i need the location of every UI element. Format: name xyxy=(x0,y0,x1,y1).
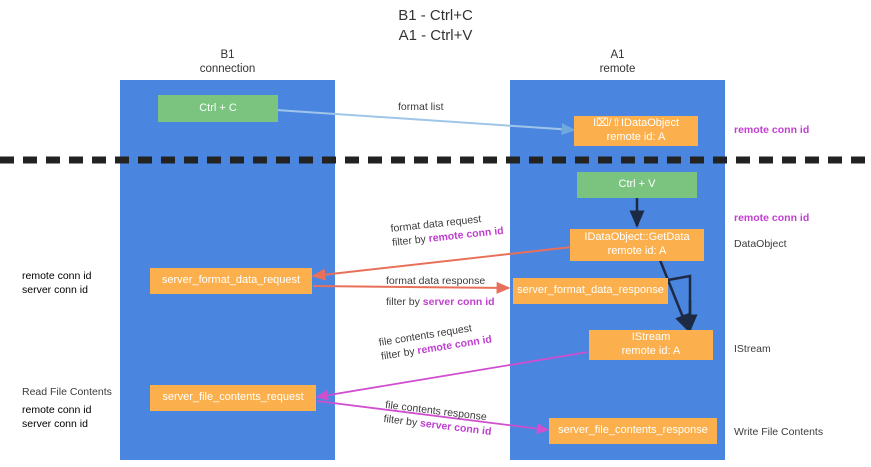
node-ctrl-c-label: Ctrl + C xyxy=(199,101,237,114)
node-idataobject-line1: I⌧/⇧IDataObject xyxy=(592,117,680,130)
annotation-remote-conn-id-top: remote conn id xyxy=(734,123,809,137)
annotation-read-file-contents-text: Read File Contents xyxy=(22,386,112,398)
annotation-istream: IStream xyxy=(734,342,771,356)
node-server-format-data-response[interactable]: server_format_data_response xyxy=(513,278,668,304)
lane-header-a1: A1 remote xyxy=(510,48,725,77)
annotation-write-file-contents-text: Write File Contents xyxy=(734,426,824,438)
node-server-file-contents-request[interactable]: server_file_contents_request xyxy=(150,385,316,411)
node-server-format-data-response-label: server_format_data_response xyxy=(517,284,664,297)
lane-header-b1-sub: connection xyxy=(199,63,256,76)
edge-label-format-data-response-token: server conn id xyxy=(422,296,495,308)
node-getdata-line2: remote id: A xyxy=(607,245,667,257)
lane-header-a1-name: A1 xyxy=(610,49,625,61)
page-title: B1 - Ctrl+C A1 - Ctrl+V xyxy=(0,6,871,47)
node-idataobject-line2: remote id: A xyxy=(606,131,666,143)
annotation-dataobject-text: DataObject xyxy=(734,238,787,250)
node-ctrl-v[interactable]: Ctrl + V xyxy=(577,172,697,198)
lane-header-b1: B1 connection xyxy=(120,48,335,77)
annotation-read-file-contents: Read File Contents xyxy=(22,385,112,399)
lane-header-a1-sub: remote xyxy=(599,63,636,76)
node-server-file-contents-request-label: server_file_contents_request xyxy=(162,391,304,404)
node-ctrl-v-label: Ctrl + V xyxy=(618,178,656,191)
edge-label-file-contents-response-prefix: filter by xyxy=(382,412,421,430)
annotation-left-conn-ids-lower: remote conn id server conn id xyxy=(22,403,91,431)
edge-label-format-data-response-prefix: filter by xyxy=(386,296,423,308)
lane-header-b1-name: B1 xyxy=(220,49,235,61)
title-line-2: A1 - Ctrl+V xyxy=(398,27,473,45)
edge-label-format-data-request-prefix: filter by xyxy=(391,232,430,249)
annotation-left-conn-ids-upper: remote conn id server conn id xyxy=(22,269,91,297)
annotation-remote-conn-id-top-text: remote conn id xyxy=(734,124,810,136)
annotation-left-server-conn-id-2: server conn id xyxy=(22,418,88,431)
title-line-1: B1 - Ctrl+C xyxy=(398,7,473,24)
node-istream[interactable]: IStream remote id: A xyxy=(589,330,713,360)
node-getdata[interactable]: IDataObject::GetData remote id: A xyxy=(570,229,704,261)
node-idataobject[interactable]: I⌧/⇧IDataObject remote id: A xyxy=(574,116,698,146)
edge-label-format-data-response: format data response filter by server co… xyxy=(386,275,495,308)
node-istream-line1: IStream xyxy=(631,331,671,344)
annotation-istream-text: IStream xyxy=(734,343,771,355)
node-ctrl-c[interactable]: Ctrl + C xyxy=(158,95,278,122)
node-server-format-data-request-label: server_format_data_request xyxy=(161,274,301,287)
node-server-file-contents-response-label: server_file_contents_response xyxy=(558,424,708,437)
annotation-dataobject: DataObject xyxy=(734,237,787,251)
node-getdata-line1: IDataObject::GetData xyxy=(584,231,690,244)
edge-label-format-list: format list xyxy=(398,101,444,113)
annotation-write-file-contents: Write File Contents xyxy=(734,425,823,439)
edge-label-file-contents-request: file contents request filter by remote c… xyxy=(378,319,493,362)
edge-label-format-data-request: format data request filter by remote con… xyxy=(390,211,504,249)
annotation-left-remote-conn-id-2: remote conn id xyxy=(22,404,92,416)
node-server-file-contents-response[interactable]: server_file_contents_response xyxy=(549,418,717,444)
node-server-format-data-request[interactable]: server_format_data_request xyxy=(150,268,312,294)
annotation-left-remote-conn-id: remote conn id xyxy=(22,270,92,282)
annotation-remote-conn-id-mid: remote conn id xyxy=(734,211,809,225)
node-istream-line2: remote id: A xyxy=(621,345,681,357)
edge-label-format-data-response-top: format data response xyxy=(386,275,486,287)
annotation-remote-conn-id-mid-text: remote conn id xyxy=(734,212,810,224)
annotation-left-server-conn-id: server conn id xyxy=(22,284,88,297)
edge-label-format-list-text: format list xyxy=(398,101,444,113)
edge-label-file-contents-response: file contents response filter by server … xyxy=(383,399,494,438)
